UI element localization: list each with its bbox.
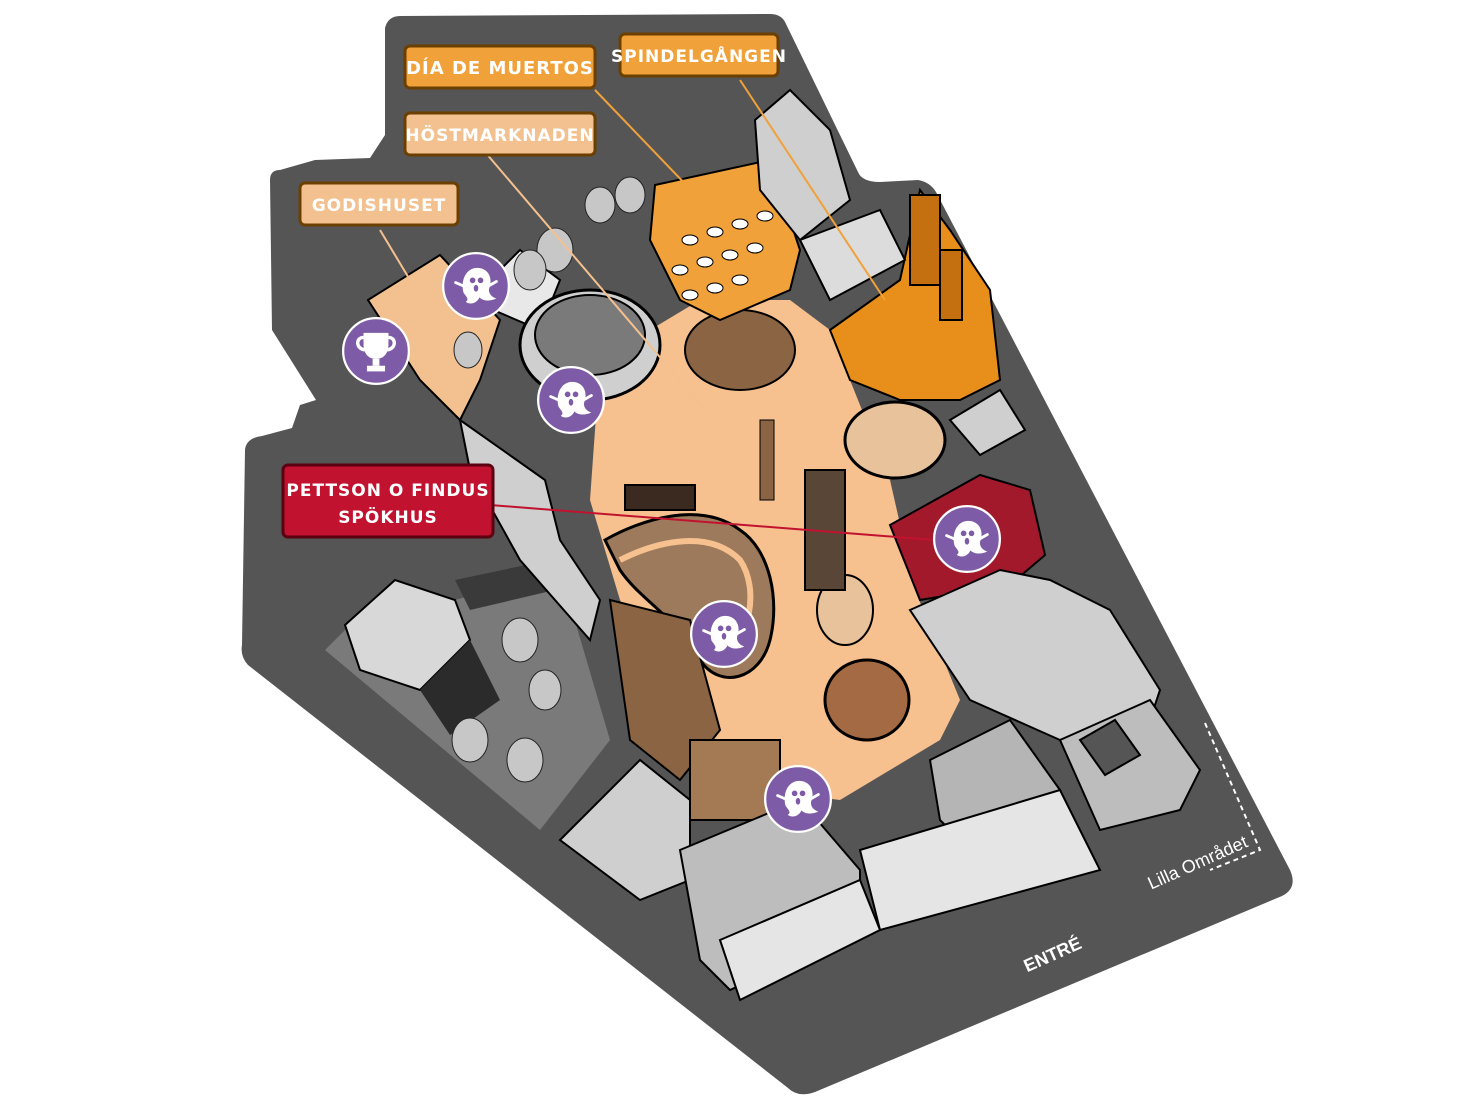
leader-line-godishuset (379, 229, 441, 331)
label-godishuset-text: GODISHUSET (312, 196, 447, 216)
lilla-omradet-boundary (1204, 722, 1262, 871)
label-spindelgangen[interactable]: SPINDELGÅNGEN (611, 32, 787, 78)
spindelgangen-area (828, 187, 1002, 401)
ghost-icon[interactable] (442, 252, 510, 320)
label-dia-de-muertos[interactable]: DÍA DE MUERTOS (403, 44, 597, 90)
top-right-buildings (753, 88, 1027, 457)
ghost-icon[interactable] (690, 600, 758, 668)
ghost-icon[interactable] (764, 765, 832, 833)
ghost-icon[interactable] (537, 366, 605, 434)
label-hostmarknaden[interactable]: HÖSTMARKNADEN (403, 111, 597, 157)
leader-line-dia-de-muertos (594, 89, 716, 216)
leader-line-pettson (489, 504, 936, 541)
label-pettson-line2: SPÖKHUS (338, 506, 438, 528)
leader-line-spindelgangen (739, 79, 886, 301)
label-dia-de-muertos-text: DÍA DE MUERTOS (406, 57, 594, 79)
farm-buildings (325, 562, 610, 830)
ghost-icon[interactable] (933, 505, 1001, 573)
label-godishuset[interactable]: GODISHUSET (298, 181, 460, 227)
rides (518, 277, 947, 742)
entrance-buildings (558, 758, 882, 1002)
trophy-icon[interactable] (342, 317, 410, 385)
label-pettson-findus[interactable]: PETTSON O FINDUS SPÖKHUS (281, 463, 495, 539)
leader-line-hostmarknaden (484, 151, 706, 411)
label-hostmarknaden-text: HÖSTMARKNADEN (405, 124, 594, 146)
label-spindelgangen-text: SPINDELGÅNGEN (611, 44, 787, 67)
bottom-right-buildings (858, 568, 1202, 932)
leader-lines (379, 79, 936, 541)
label-pettson-line1: PETTSON O FINDUS (286, 481, 489, 501)
